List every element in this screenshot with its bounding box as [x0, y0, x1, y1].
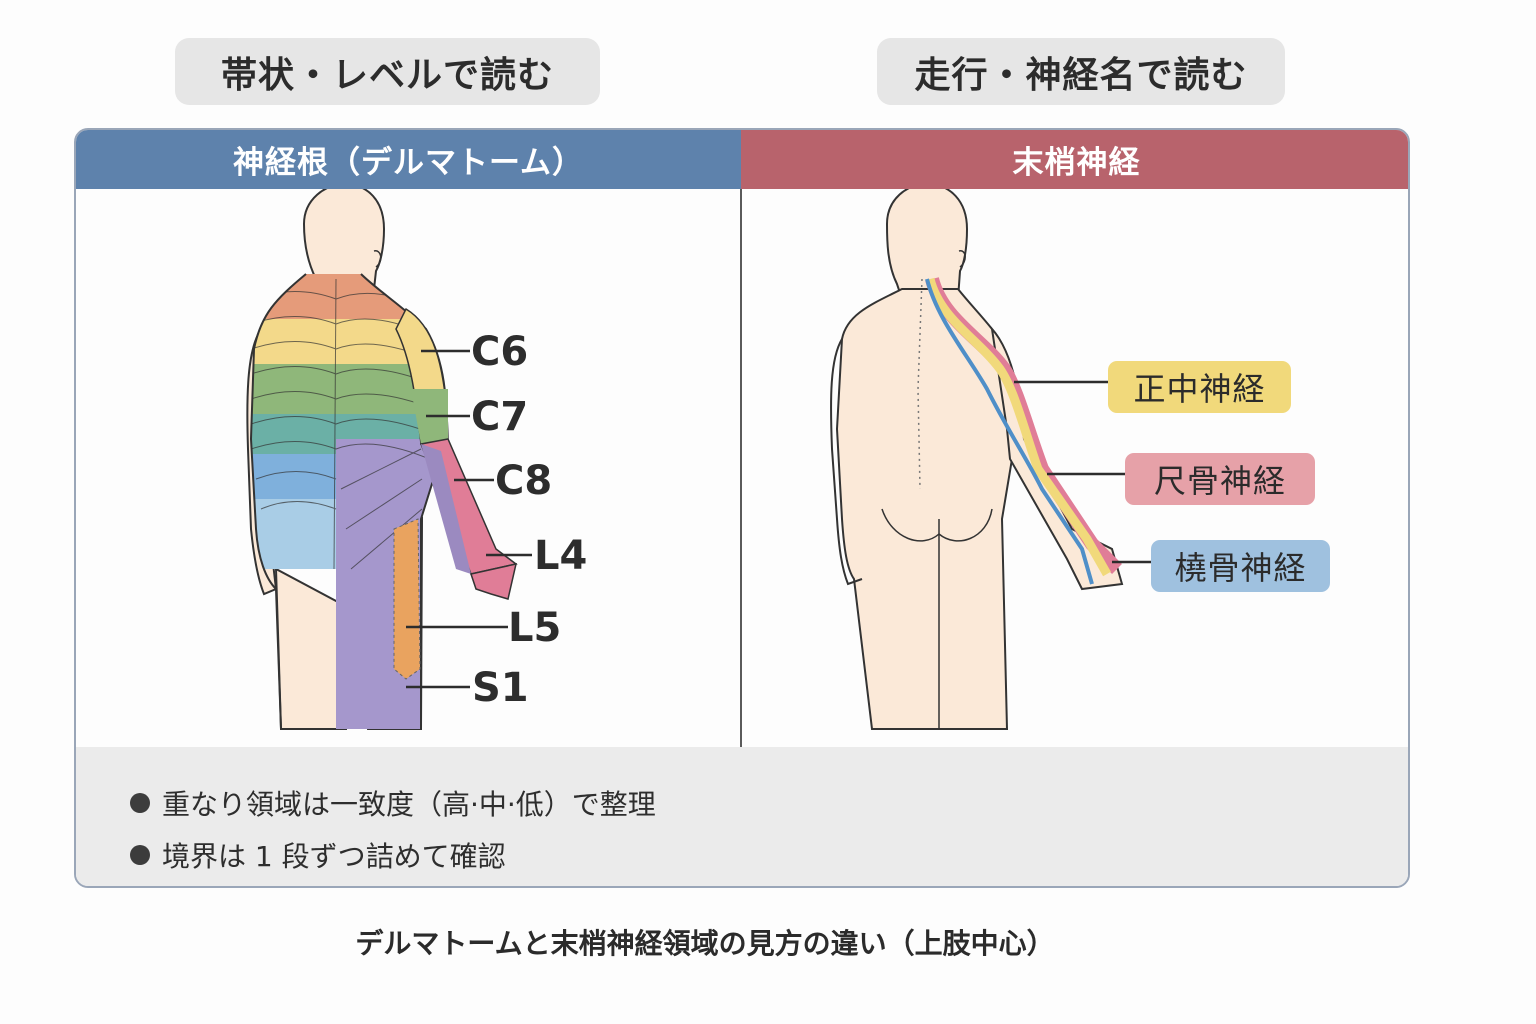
- comparison-frame: 神経根（デルマトーム） 末梢神経: [74, 128, 1410, 888]
- figure-caption: デルマトームと末梢神経領域の見方の違い（上肢中心）: [355, 927, 1055, 960]
- nerve-tag-median: 正中神経: [1108, 361, 1291, 413]
- panel-header-peripheral-nerve: 末梢神経: [741, 130, 1408, 189]
- bullet-icon: [130, 793, 150, 813]
- note-text: 重なり領域は一致度（高·中·低）で整理: [162, 788, 656, 821]
- note-item: 重なり領域は一致度（高·中·低）で整理: [130, 777, 1408, 829]
- nerve-tag-radial: 橈骨神経: [1151, 540, 1330, 592]
- peripheral-nerve-figure: 正中神経 尺骨神経 橈骨神経: [742, 182, 1408, 747]
- nerve-tag-ulnar: 尺骨神経: [1125, 453, 1315, 505]
- panel-divider: [740, 189, 742, 747]
- note-text: 境界は 1 段ずつ詰めて確認: [162, 840, 506, 873]
- dermatome-label-c6: C6: [471, 329, 529, 375]
- bullet-icon: [130, 845, 150, 865]
- dermatome-label-c8: C8: [495, 458, 553, 504]
- mode-pill-nerve-name: 走行・神経名で読む: [877, 38, 1285, 105]
- dermatome-label-c7: C7: [471, 394, 529, 440]
- notes-panel: 重なり領域は一致度（高·中·低）で整理 境界は 1 段ずつ詰めて確認: [76, 747, 1408, 886]
- dermatome-label-s1: S1: [472, 665, 529, 711]
- dermatome-figure: C6 C7 C8 L4 L5 S1: [76, 182, 740, 747]
- dermatome-label-l4: L4: [534, 533, 588, 579]
- peripheral-nerve-body-illustration: [830, 182, 1151, 730]
- dermatome-label-l5: L5: [508, 605, 562, 651]
- dermatome-body-illustration: [246, 182, 532, 730]
- note-item: 境界は 1 段ずつ詰めて確認: [130, 829, 1408, 881]
- panel-header-dermatome: 神経根（デルマトーム）: [76, 130, 741, 189]
- mode-pill-level: 帯状・レベルで読む: [175, 38, 600, 105]
